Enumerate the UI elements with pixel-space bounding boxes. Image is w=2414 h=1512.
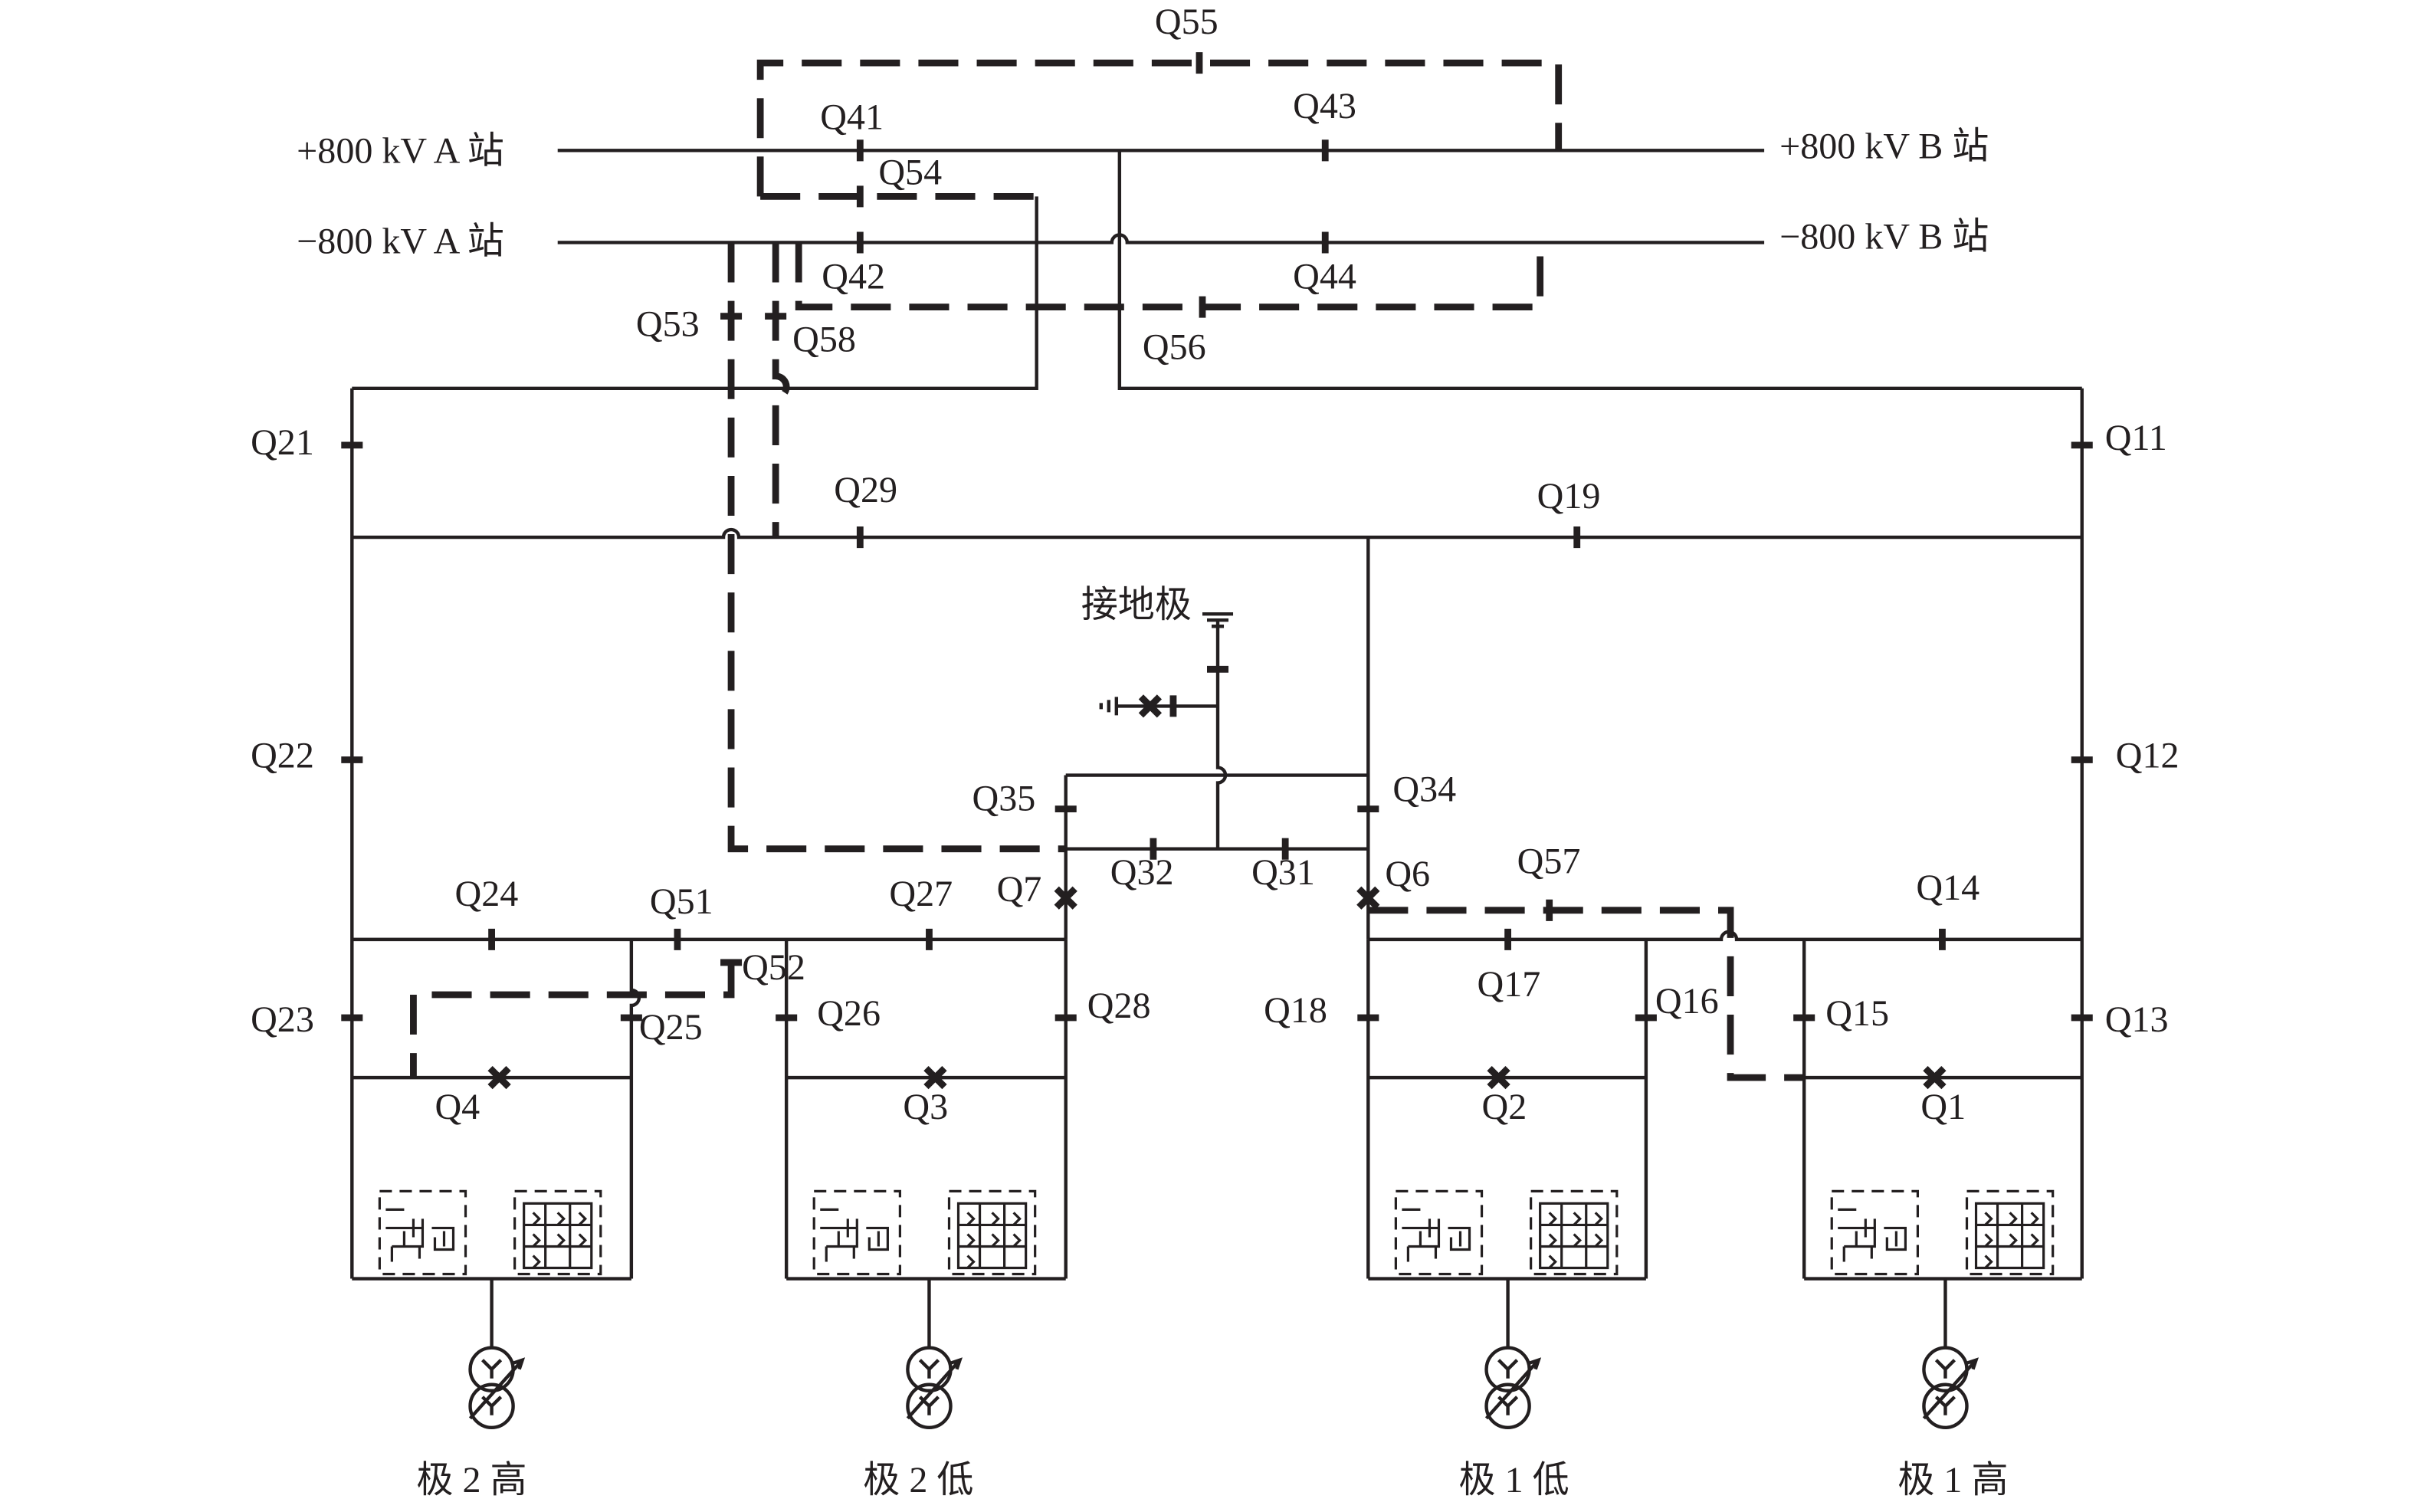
switch-label-q55: Q55 xyxy=(1155,2,1218,42)
switch-label-q2: Q2 xyxy=(1482,1087,1527,1127)
switch-label-q11: Q11 xyxy=(2105,418,2167,458)
switch-label-q52: Q52 xyxy=(742,947,805,988)
switch-label-q41: Q41 xyxy=(820,97,884,137)
valve-group-pole1-low-label: 极 1 低 xyxy=(1458,1460,1569,1501)
valve-group-pole2-low-label: 极 2 低 xyxy=(863,1460,973,1501)
transformer-pole1-high-icon xyxy=(1924,1348,1976,1428)
line-labels: +800 kV A 站 +800 kV B 站 −800 kV A 站 −800… xyxy=(297,126,1989,625)
transformer-pole2-low-icon xyxy=(907,1348,959,1428)
ground-electrode-label: 接地极 xyxy=(1081,585,1192,625)
transformer-pole1-low-icon xyxy=(1487,1348,1539,1428)
switch-label-q14: Q14 xyxy=(1916,868,1979,908)
switch-label-q28: Q28 xyxy=(1087,986,1151,1026)
bypass-paths xyxy=(410,59,1805,1081)
switch-label-q3: Q3 xyxy=(903,1087,948,1127)
switch-label-q18: Q18 xyxy=(1264,990,1327,1031)
switch-label-q31: Q31 xyxy=(1251,852,1315,893)
switch-label-q29: Q29 xyxy=(834,470,897,510)
switch-label-q43: Q43 xyxy=(1293,86,1356,126)
switch-label-q42: Q42 xyxy=(822,257,885,297)
line-neg-a-label: −800 kV A 站 xyxy=(297,221,504,262)
switch-label-q15: Q15 xyxy=(1825,993,1889,1034)
line-pos-b-label: +800 kV B 站 xyxy=(1779,126,1989,166)
switch-label-q34: Q34 xyxy=(1392,769,1456,810)
switch-label-q27: Q27 xyxy=(889,874,953,914)
switch-label-q22: Q22 xyxy=(251,736,314,776)
switch-label-q16: Q16 xyxy=(1655,981,1719,1022)
switch-label-q19: Q19 xyxy=(1537,476,1601,517)
switch-label-q32: Q32 xyxy=(1110,852,1174,893)
switch-label-q51: Q51 xyxy=(650,881,713,922)
valve-group-labels: 极 2 高 极 2 低 极 1 低 极 1 高 xyxy=(416,1460,2008,1501)
switch-label-q26: Q26 xyxy=(817,993,881,1034)
switch-label-q56: Q56 xyxy=(1143,327,1206,368)
transformer-pole2-high-icon xyxy=(471,1348,523,1428)
switch-label-q35: Q35 xyxy=(972,779,1036,819)
switch-label-q23: Q23 xyxy=(251,999,314,1040)
switch-label-q1: Q1 xyxy=(1920,1087,1966,1127)
converter-transformers xyxy=(471,1348,1976,1428)
switch-label-q58: Q58 xyxy=(792,320,856,360)
switch-label-q7: Q7 xyxy=(997,869,1042,910)
switch-label-q44: Q44 xyxy=(1293,257,1356,297)
switch-label-q21: Q21 xyxy=(251,422,314,463)
switch-label-q6: Q6 xyxy=(1385,854,1430,894)
line-neg-b-label: −800 kV B 站 xyxy=(1779,216,1989,257)
switch-label-q25: Q25 xyxy=(639,1007,703,1048)
switch-label-q24: Q24 xyxy=(455,874,519,914)
switch-label-q13: Q13 xyxy=(2105,999,2169,1040)
conductors xyxy=(350,149,2084,1348)
line-pos-a-label: +800 kV A 站 xyxy=(297,130,504,171)
valve-group-pole1-high-label: 极 1 高 xyxy=(1897,1460,2008,1501)
switch-label-q12: Q12 xyxy=(2116,736,2179,776)
switch-label-q53: Q53 xyxy=(636,304,700,345)
switch-label-q54: Q54 xyxy=(878,152,942,192)
switch-ticks xyxy=(341,52,2093,1090)
switch-label-q4: Q4 xyxy=(435,1087,480,1127)
switch-labels: Q55 Q41 Q43 Q54 Q42 Q44 Q53 Q58 Q56 Q21 … xyxy=(251,2,2179,1127)
valve-group-pole2-high-label: 极 2 高 xyxy=(416,1460,526,1501)
switch-label-q57: Q57 xyxy=(1517,841,1581,882)
switch-label-q17: Q17 xyxy=(1478,964,1541,1005)
